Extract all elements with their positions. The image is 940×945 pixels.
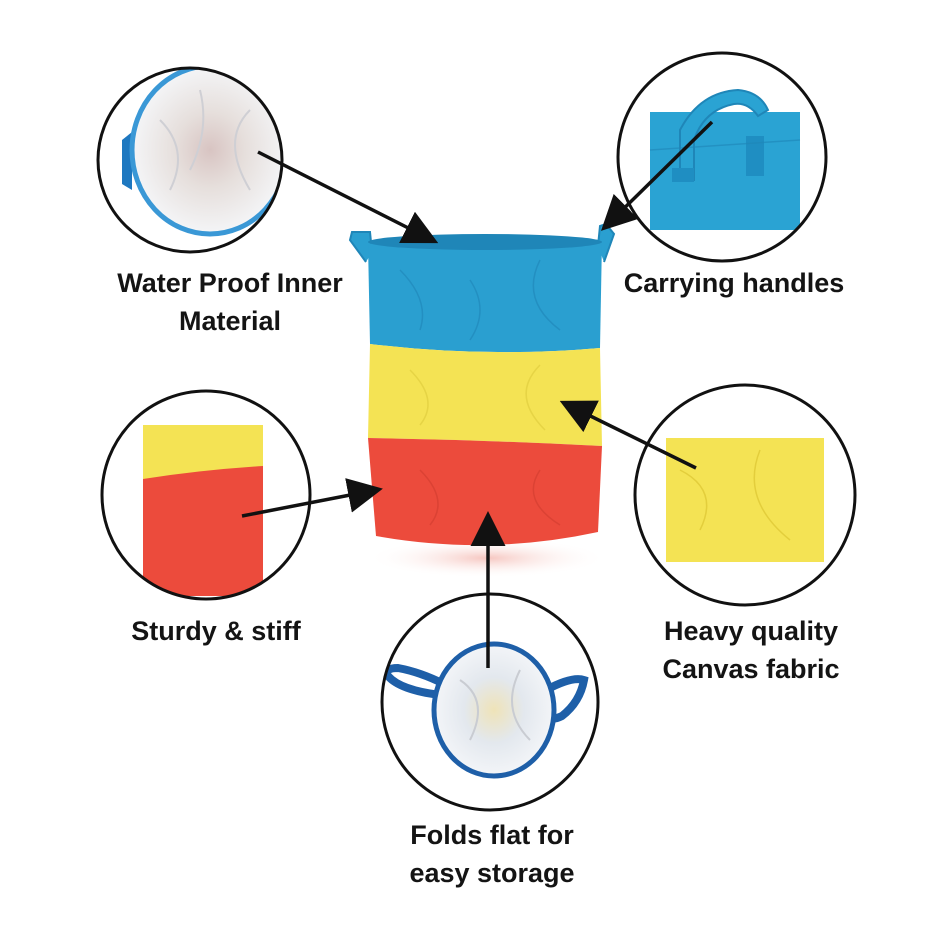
label-canvas: Heavy quality Canvas fabric: [646, 612, 856, 688]
waterproof-liner-icon: [96, 66, 284, 254]
handle-icon: [616, 51, 828, 263]
laundry-basket: [348, 222, 616, 578]
basket-left-handle: [348, 231, 373, 263]
label-waterproof-line1: Water Proof Inner: [117, 268, 343, 298]
label-handles: Carrying handles: [612, 264, 856, 302]
label-handles-line1: Carrying handles: [623, 268, 845, 298]
basket-wrinkles-bottom: [419, 469, 561, 526]
label-folds-line2: easy storage: [409, 858, 575, 888]
label-sturdy: Sturdy & stiff: [106, 612, 326, 650]
label-sturdy-line1: Sturdy & stiff: [131, 616, 301, 646]
label-folds: Folds flat for easy storage: [392, 816, 592, 892]
fabric-swatch-icon: [633, 383, 857, 607]
label-waterproof-line2: Material: [178, 306, 282, 336]
label-waterproof: Water Proof Inner Material: [100, 264, 360, 340]
basket-blue-band: [368, 236, 602, 353]
basket-wrinkles-mid: [409, 364, 546, 431]
label-canvas-line2: Canvas fabric: [662, 654, 840, 684]
basket-yellow-band: [368, 344, 602, 446]
arrow-handles: [601, 120, 714, 231]
folded-basket-icon: [380, 592, 600, 812]
arrow-canvas: [559, 400, 697, 470]
basket-rim: [368, 234, 602, 250]
basket-red-band: [368, 438, 602, 546]
label-canvas-line1: Heavy quality: [663, 616, 839, 646]
arrow-sturdy: [241, 478, 383, 518]
basket-wrinkles-top: [399, 259, 561, 341]
fabric-edge-icon: [100, 389, 312, 601]
arrow-waterproof: [257, 150, 439, 244]
callout-arrows: [241, 120, 714, 668]
label-folds-line1: Folds flat for: [410, 820, 574, 850]
